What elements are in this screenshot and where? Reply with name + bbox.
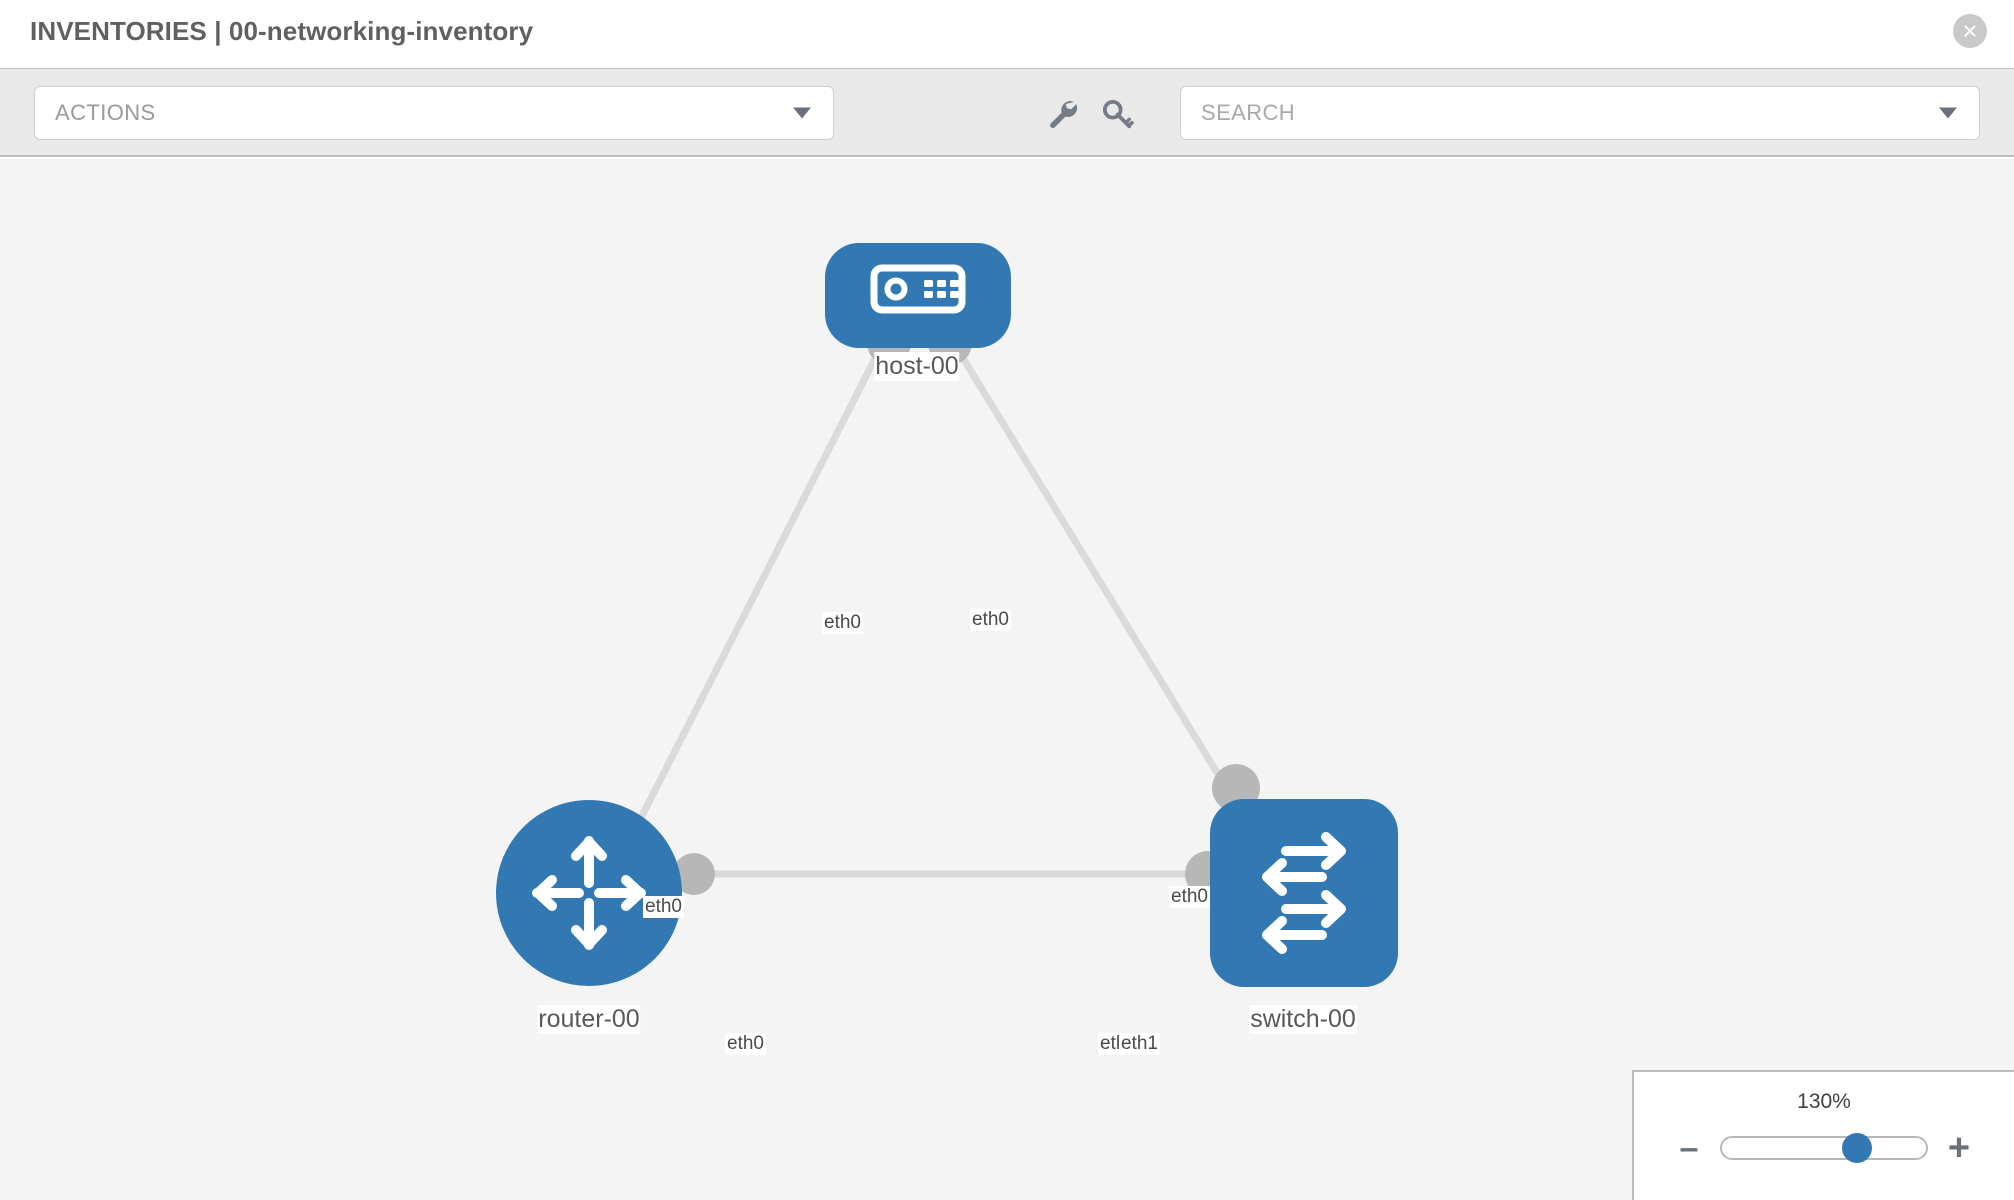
node-label-host: host-00	[874, 352, 960, 381]
zoom-percent-label: 130%	[1797, 1090, 1851, 1113]
search-placeholder: SEARCH	[1201, 100, 1296, 125]
iface-label: eth0	[970, 609, 1011, 631]
zoom-slider-thumb[interactable]	[1841, 1133, 1872, 1163]
topology-canvas[interactable]: host-00 router-00 switch-00 eth0 eth0 et…	[0, 159, 2014, 1200]
node-host-00[interactable]	[825, 243, 1011, 348]
node-label-switch: switch-00	[1249, 1005, 1357, 1034]
zoom-slider[interactable]	[1720, 1133, 1928, 1163]
iface-label: eth0	[822, 612, 863, 634]
link-host-switch	[947, 335, 1273, 861]
page-title: INVENTORIES | 00-networking-inventory	[30, 16, 534, 46]
close-icon[interactable]	[1953, 14, 1987, 48]
topology-links	[616, 335, 1273, 878]
node-router-00[interactable]	[496, 800, 682, 986]
iface-label: eth0	[1169, 886, 1210, 908]
zoom-out-button[interactable]: –	[1679, 1129, 1699, 1167]
zoom-in-button[interactable]: +	[1947, 1127, 1971, 1169]
node-switch-00[interactable]	[1210, 799, 1398, 987]
topology-graph	[496, 243, 1398, 987]
iface-label: eth0	[643, 896, 684, 918]
node-label-router: router-00	[537, 1005, 641, 1034]
connector-router-right	[673, 853, 715, 895]
actions-dropdown[interactable]: ACTIONS	[34, 86, 834, 140]
iface-label: eth0	[725, 1033, 766, 1055]
link-host-router	[616, 335, 890, 861]
wrench-icon[interactable]	[1046, 97, 1080, 131]
key-icon[interactable]	[1100, 97, 1134, 131]
chevron-down-icon	[793, 107, 811, 119]
zoom-control-panel: 130% – +	[1632, 1070, 2014, 1200]
chevron-down-icon[interactable]	[1939, 107, 1957, 119]
page-header: INVENTORIES | 00-networking-inventory	[0, 0, 2014, 68]
actions-dropdown-label: ACTIONS	[55, 100, 156, 125]
topology-connectors	[673, 321, 1260, 897]
iface-label: eth1	[1119, 1033, 1160, 1055]
search-input[interactable]: SEARCH	[1180, 86, 1980, 140]
toolbar: ACTIONS SEARCH	[0, 68, 2014, 157]
